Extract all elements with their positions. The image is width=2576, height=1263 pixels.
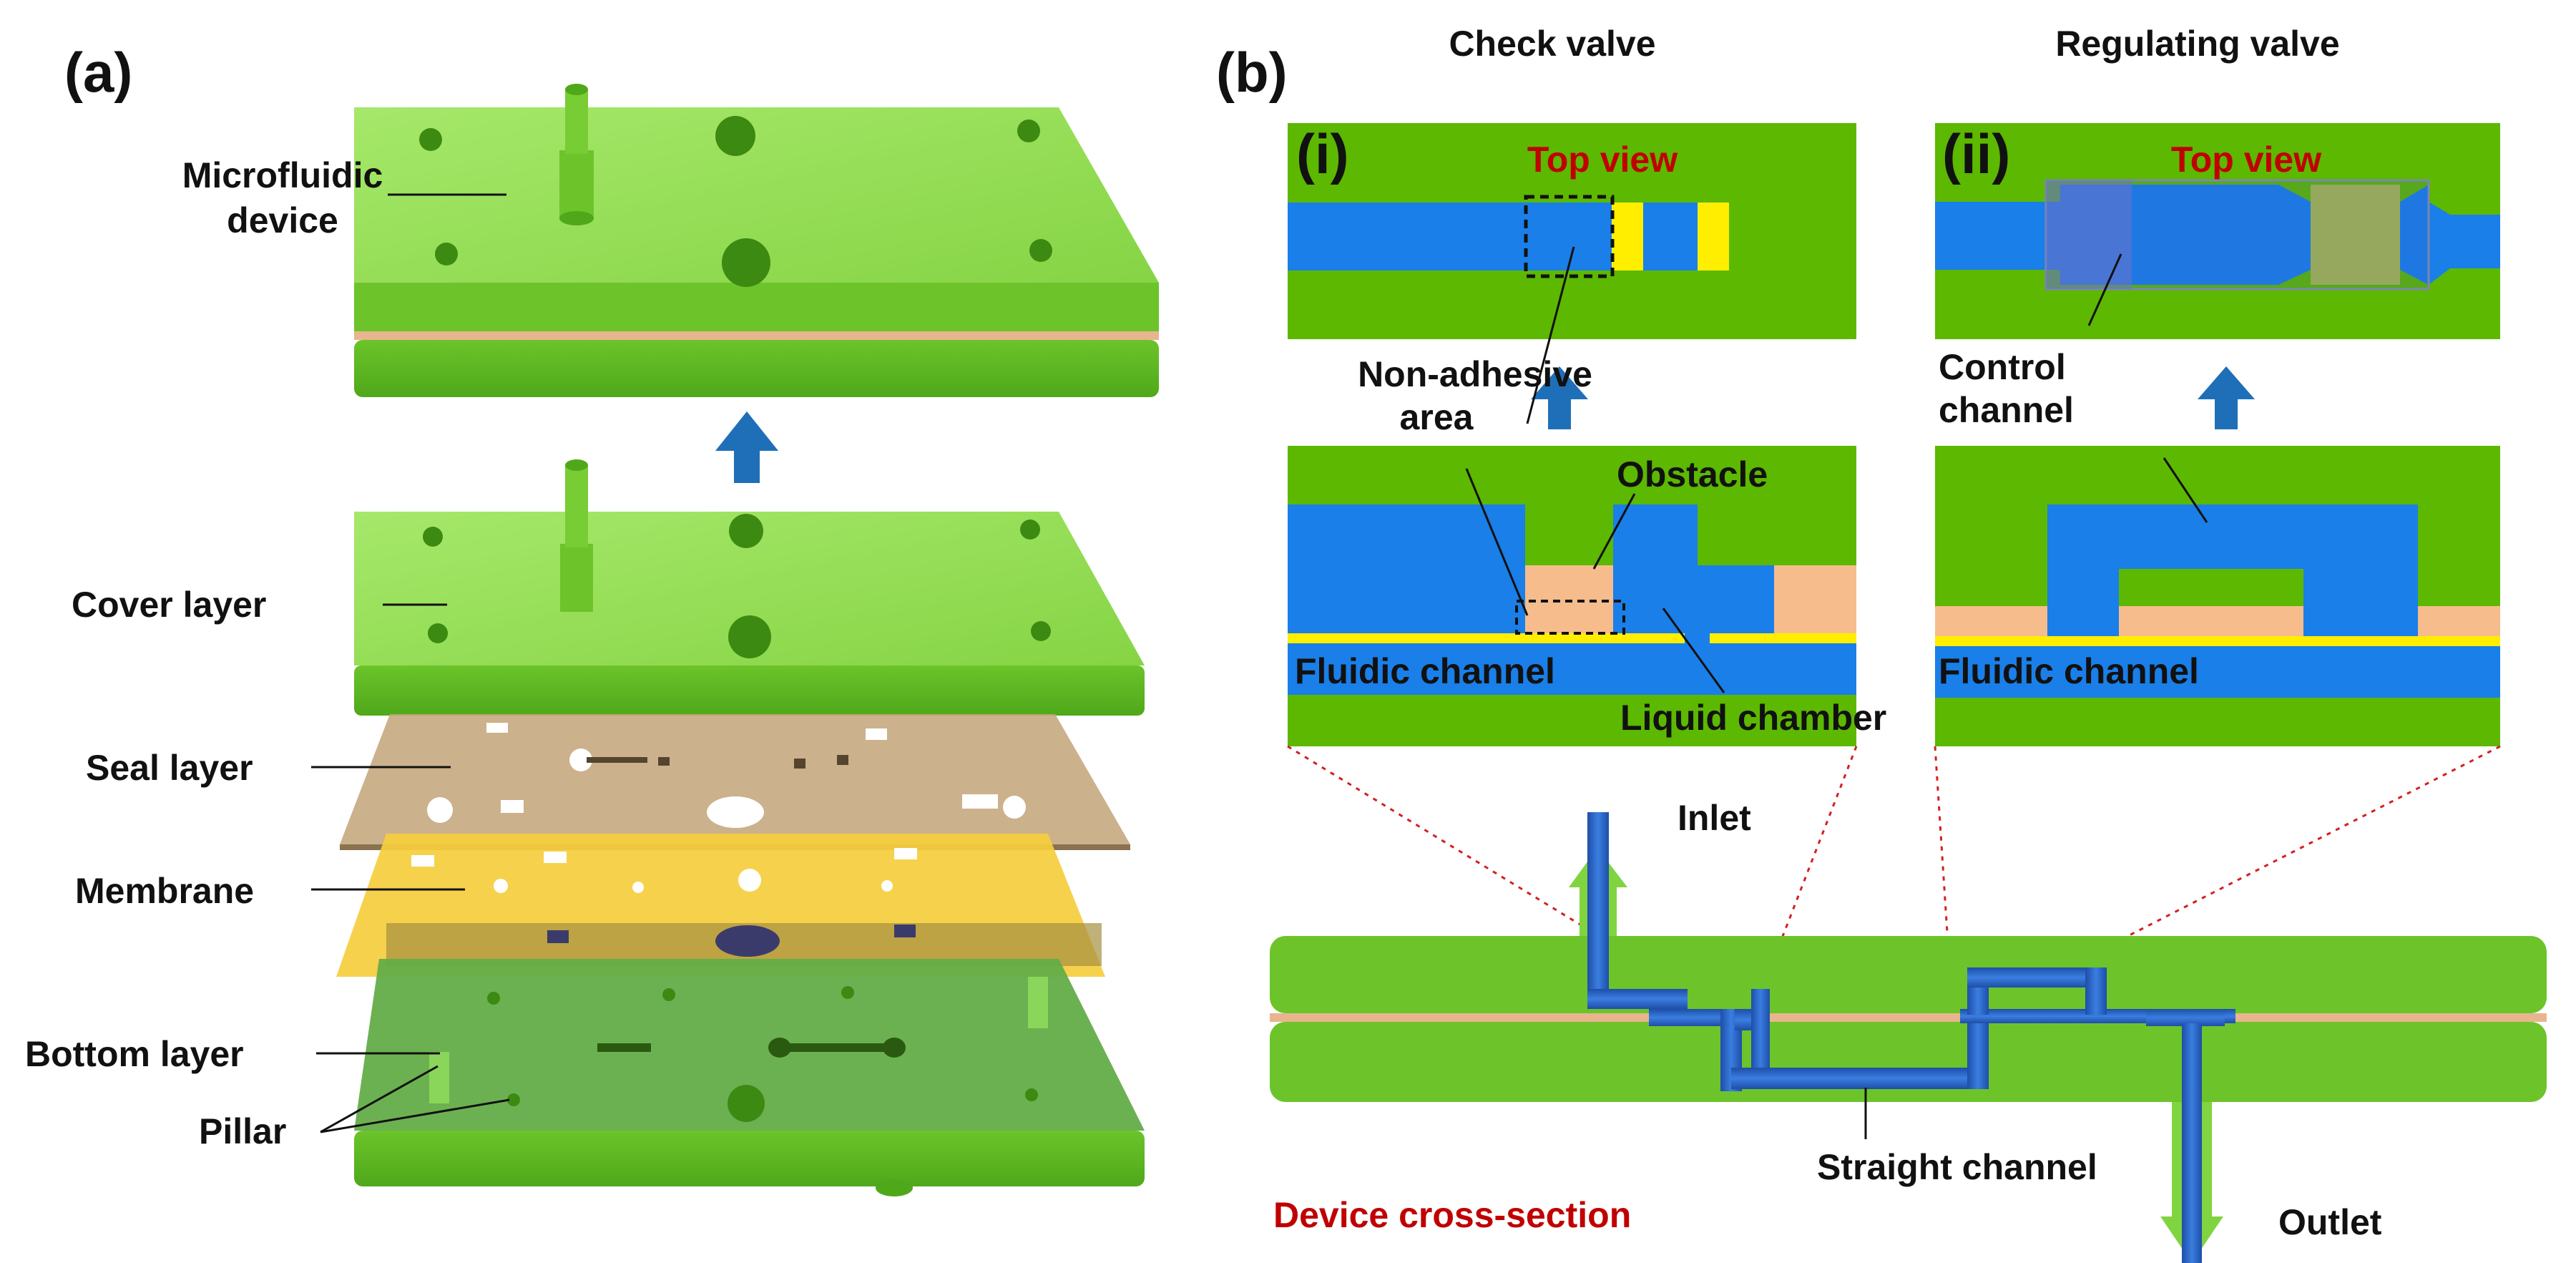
label-control-1: Control [1939, 347, 2066, 387]
label-seal: Seal layer [86, 748, 253, 788]
panel-b-tag: (b) [1216, 41, 1288, 104]
label-bottom: Bottom layer [25, 1034, 244, 1074]
sub-i: (i) [1296, 122, 1349, 185]
regulating-valve-side-view [1935, 446, 2500, 746]
top-view-i: Top view [1527, 140, 1678, 180]
label-inlet: Inlet [1678, 798, 1751, 838]
panel-a-tag: (a) [64, 41, 132, 104]
bottom-layer [354, 959, 1145, 1196]
check-valve-side-view [1288, 446, 1856, 746]
assembled-device [354, 84, 1159, 397]
title-regulating-valve: Regulating valve [2055, 24, 2339, 64]
top-view-ii: Top view [2171, 140, 2321, 180]
label-obstacle: Obstacle [1617, 454, 1768, 494]
leader-obstacle [1592, 493, 1636, 570]
label-device-cross-section: Device cross-section [1273, 1195, 1631, 1235]
leader-control-side [2163, 457, 2208, 523]
leader-pillar-1 [320, 1065, 439, 1133]
device-cross-section [1270, 812, 2547, 1263]
membrane-layer [336, 834, 1105, 977]
leader-non-adhesive-side [1465, 468, 1529, 616]
arrow-up-ii [2198, 366, 2255, 429]
label-cover: Cover layer [72, 585, 266, 625]
label-device: device [227, 200, 338, 240]
label-control-2: channel [1939, 390, 2074, 430]
sub-ii: (ii) [1942, 122, 2010, 185]
label-membrane: Membrane [75, 871, 254, 911]
label-microfluidic: Microfluidic [182, 155, 383, 195]
label-fluidic-channel-ii: Fluidic channel [1939, 651, 2199, 691]
leader-liquid-chamber [1662, 608, 1725, 693]
label-fluidic-channel-i: Fluidic channel [1295, 651, 1555, 691]
label-straight-channel: Straight channel [1817, 1147, 2097, 1187]
label-non-adhesive-1: Non-adhesive [1358, 354, 1592, 394]
leader-non-adhesive-top [1526, 246, 1575, 424]
cover-layer [354, 459, 1145, 716]
leader-pillar-2 [320, 1098, 510, 1133]
regulating-valve-top-view [1935, 123, 2500, 339]
leader-control-top [2087, 253, 2122, 326]
title-check-valve: Check valve [1449, 24, 1655, 64]
label-non-adhesive-2: area [1400, 397, 1474, 437]
label-pillar: Pillar [199, 1111, 286, 1151]
label-liquid-chamber: Liquid chamber [1620, 698, 1886, 738]
arrow-up-i [1531, 366, 1588, 429]
assembly-arrow [715, 411, 778, 483]
check-valve-top-view [1288, 123, 1856, 339]
label-outlet: Outlet [2278, 1202, 2382, 1242]
seal-layer [340, 714, 1130, 850]
